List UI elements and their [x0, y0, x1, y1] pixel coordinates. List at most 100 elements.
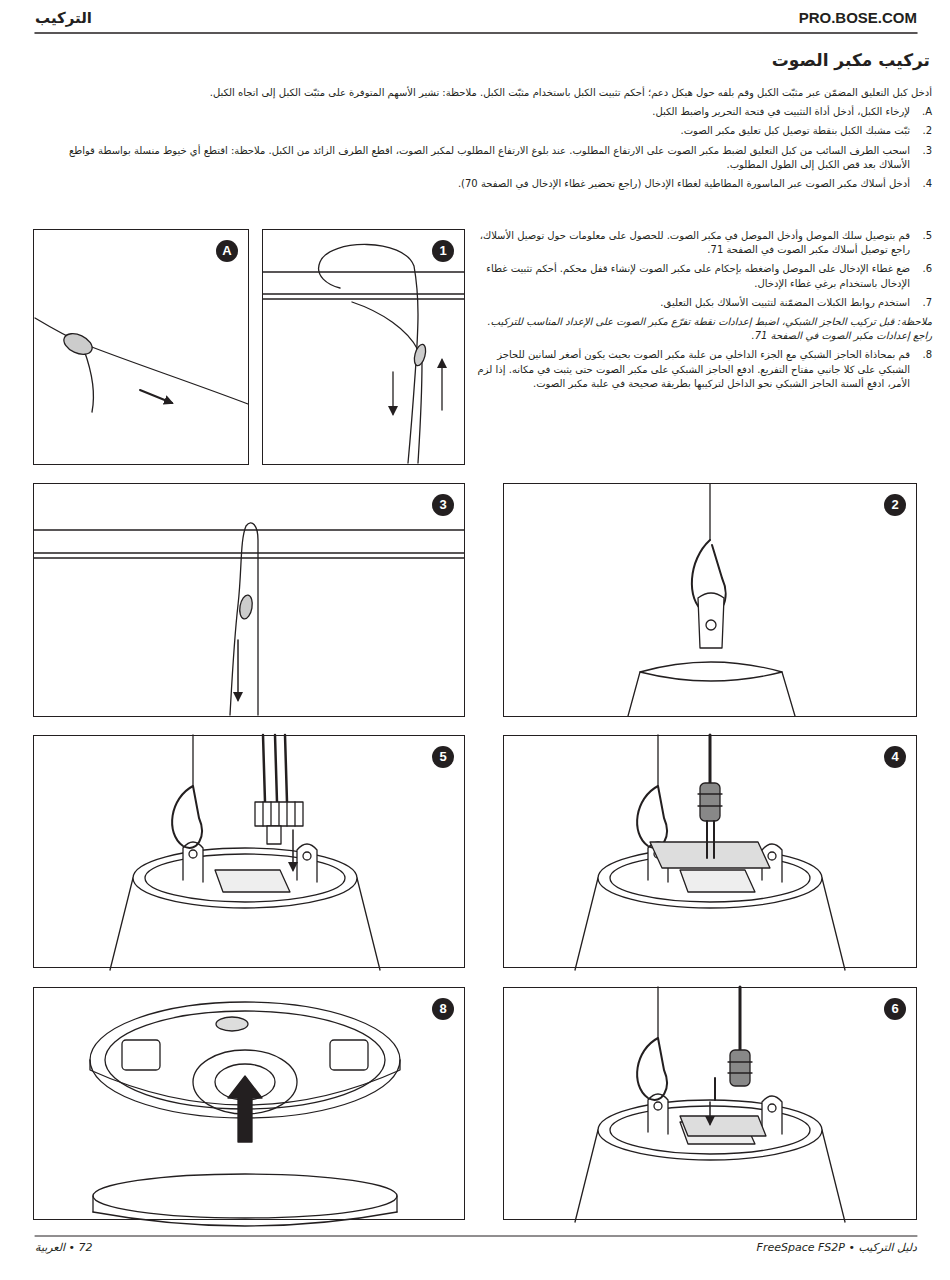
- instruction-step: 8.قم بمحاذاة الحاجز الشبكي مع الجزء الدا…: [475, 348, 932, 391]
- step-6-illustration: [728, 1061, 752, 1062]
- step-6-illustration: [714, 1078, 716, 1100]
- callout-number: 5: [432, 746, 454, 768]
- instruction-step: 6.ضع غطاء الإدخال على الموصل واضغطه بإحك…: [475, 262, 932, 290]
- step-3-illustration: [237, 640, 239, 700]
- step-text: أدخل كبل التعليق المضمّن عبر مثبّت الكبل…: [35, 86, 932, 100]
- step-number: 6.: [910, 262, 932, 290]
- step-text: استخدم روابط الكبلات المضمّنة لتثبيت الأ…: [475, 296, 910, 310]
- step-2-illustration: [706, 620, 716, 630]
- step-number: A.: [910, 105, 932, 119]
- instruction-list: 5.قم بتوصيل سلك الموصل وأدخل الموصل في م…: [475, 229, 932, 396]
- instruction-step: ملاحظة: قبل تركيب الحاجز الشبكي، اضبط إع…: [475, 315, 932, 343]
- step-text: لإرخاء الكبل، أدخل أداة التثبيت في فتحة …: [35, 105, 910, 119]
- step-6-illustration: [728, 1072, 752, 1073]
- step-4-illustration: [706, 821, 708, 858]
- step-5-illustration: [275, 735, 277, 802]
- footer-page-number: 72 • العربية: [35, 1241, 93, 1254]
- step-number: 8.: [910, 348, 932, 391]
- step-text: اسحب الطرف السائب من كبل التعليق لضبط مك…: [35, 144, 910, 172]
- step-3-illustration: [34, 557, 464, 558]
- instruction-step: 5.قم بتوصيل سلك الموصل وأدخل الموصل في م…: [475, 229, 932, 257]
- step-6-illustration: [709, 1102, 711, 1124]
- step-6-illustration: [680, 1116, 766, 1136]
- step-panel: 6: [503, 987, 917, 1220]
- step-5-illustration: [292, 830, 294, 870]
- step-4-illustration: [637, 735, 667, 848]
- step-3-illustration: [238, 594, 254, 620]
- header-rule: [35, 32, 917, 34]
- instruction-step: أدخل كبل التعليق المضمّن عبر مثبّت الكبل…: [35, 86, 932, 100]
- footer-rule: [35, 1235, 917, 1236]
- callout-number: 1: [432, 240, 454, 262]
- step-1-illustration: [441, 360, 442, 410]
- callout-number: 6: [884, 998, 906, 1020]
- step-8-illustration: [90, 1002, 400, 1226]
- step-5-illustration: [285, 735, 287, 802]
- step-5-illustration: [294, 802, 295, 826]
- step-5-illustration: [262, 802, 263, 826]
- step-panel: 2: [503, 483, 917, 717]
- step-5-illustration: [286, 802, 287, 826]
- instruction-step: 3.اسحب الطرف السائب من كبل التعليق لضبط …: [35, 144, 932, 172]
- callout-number: 8: [432, 998, 454, 1020]
- step-text: ضع غطاء الإدخال على الموصل واضغطه بإحكام…: [475, 262, 910, 290]
- footer-guide-name: دليل التركيب • FreeSpace FS2P: [757, 1241, 917, 1254]
- step-1-illustration: [418, 362, 422, 463]
- step-2-illustration: [628, 484, 795, 716]
- step-2-illustration: [709, 484, 710, 540]
- step-4-illustration: [709, 735, 712, 783]
- step-2-illustration: [698, 593, 724, 648]
- step-1-illustration: [392, 372, 393, 414]
- step-3-illustration: [230, 523, 258, 715]
- step-1-illustration: [319, 244, 418, 463]
- step-4-illustration: [575, 842, 845, 970]
- step-text: أدخل أسلاك مكبر الصوت عبر الماسورة المطا…: [35, 177, 910, 191]
- callout-number: 4: [884, 746, 906, 768]
- step-6-illustration: [730, 1050, 750, 1086]
- step-4-illustration: [698, 793, 722, 794]
- step-a-illustration: [35, 318, 248, 404]
- step-5-illustration: [110, 842, 380, 970]
- footer-rule: [35, 1236, 917, 1237]
- step-panel: A: [33, 229, 249, 465]
- step-8-illustration: [228, 1076, 262, 1142]
- step-number: 4.: [910, 177, 932, 191]
- callout-number: 3: [432, 494, 454, 516]
- step-number: 3.: [910, 144, 932, 172]
- instruction-list: أدخل كبل التعليق المضمّن عبر مثبّت الكبل…: [35, 86, 932, 196]
- step-8-illustration: [330, 1040, 368, 1070]
- step-panel: 4: [503, 735, 917, 968]
- step-4-illustration: [575, 735, 845, 970]
- step-a-illustration: [61, 330, 96, 359]
- step-5-illustration: [278, 802, 279, 826]
- page-title: تركيب مكبر الصوت: [772, 50, 930, 70]
- instruction-step: A.لإرخاء الكبل، أدخل أداة التثبيت في فتح…: [35, 105, 932, 119]
- step-text: قم بتوصيل سلك الموصل وأدخل الموصل في مكب…: [475, 229, 910, 257]
- step-4-illustration: [713, 821, 715, 858]
- step-1-illustration: [263, 298, 464, 299]
- step-8-illustration: [93, 1212, 397, 1226]
- step-a-illustration: [35, 318, 248, 412]
- step-5-illustration: [255, 802, 303, 826]
- step-6-illustration: [637, 987, 667, 1100]
- step-4-illustration: [650, 842, 770, 868]
- step-text: ثبّت مشبك الكبل بنقطة توصيل كبل تعليق مك…: [35, 124, 910, 138]
- step-6-illustration: [575, 1094, 845, 1222]
- callout-number: 2: [884, 494, 906, 516]
- step-2-illustration: [628, 662, 795, 716]
- step-8-illustration: [216, 1017, 248, 1031]
- note-text: ملاحظة: قبل تركيب الحاجز الشبكي، اضبط إع…: [475, 315, 932, 343]
- step-8-illustration: [122, 1040, 160, 1070]
- step-a-illustration: [84, 350, 94, 412]
- step-5-illustration: [263, 735, 265, 802]
- step-5-illustration: [110, 735, 380, 970]
- step-8-illustration: [93, 1174, 397, 1218]
- step-text: قم بمحاذاة الحاجز الشبكي مع الجزء الداخل…: [475, 348, 910, 391]
- step-8-illustration: [93, 1196, 397, 1212]
- step-6-illustration: [739, 987, 742, 1050]
- step-4-illustration: [698, 805, 722, 806]
- step-1-illustration: [263, 271, 464, 272]
- step-number: 5.: [910, 229, 932, 257]
- callout-number: A: [216, 240, 238, 262]
